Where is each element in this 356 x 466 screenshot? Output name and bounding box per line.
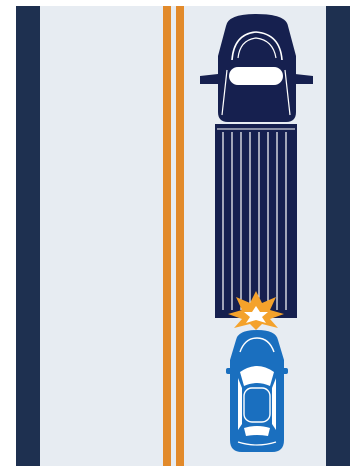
center-line-right — [176, 6, 184, 466]
truck-mirror-right — [295, 74, 313, 84]
truck-windshield-outline — [231, 31, 283, 61]
truck-bed-ribs — [222, 132, 287, 310]
truck-cab-side-left — [221, 69, 228, 116]
collision-spark-icon — [228, 291, 284, 330]
car-rear-window — [244, 426, 270, 436]
car-trunk-line — [237, 441, 277, 446]
road-edge-left — [16, 6, 40, 466]
road-edge-right — [326, 6, 350, 466]
center-line-left — [163, 6, 171, 466]
truck-hood-line — [237, 37, 277, 59]
truck-bed — [215, 124, 297, 318]
car-icon — [226, 330, 288, 452]
truck-mirror-left — [200, 74, 218, 84]
car-roof — [243, 387, 271, 423]
car-window-left — [238, 378, 242, 430]
truck-window — [229, 67, 283, 85]
car-windshield — [240, 366, 274, 386]
spark-core — [244, 306, 268, 323]
car-hood-line — [239, 337, 275, 353]
car-window-right — [272, 378, 276, 430]
pickup-truck-icon — [200, 14, 313, 318]
truck-cab-side-right — [284, 69, 291, 116]
